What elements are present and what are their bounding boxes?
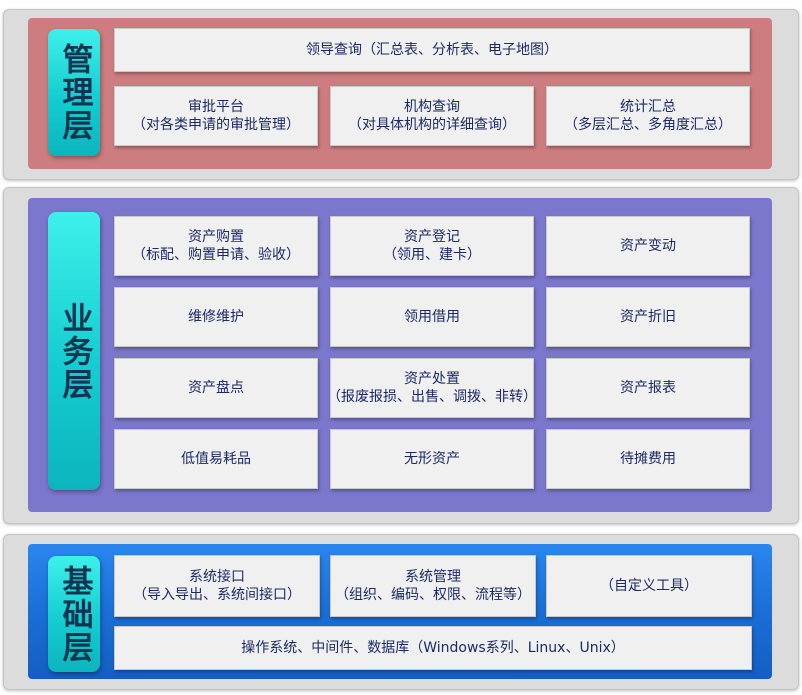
asset-purchase-box[interactable]: 资产购置 （标配、购置申请、验收） <box>114 216 318 276</box>
approval-platform-desc: （对各类申请的审批管理） <box>132 117 300 133</box>
asset-depreciation-label: 资产折旧 <box>620 309 676 325</box>
deferred-expenses-box[interactable]: 待摊费用 <box>546 429 750 489</box>
org-query-box[interactable]: 机构查询 （对具体机构的详细查询） <box>330 86 534 146</box>
statistics-summary-box[interactable]: 统计汇总 （多层汇总、多角度汇总） <box>546 86 750 146</box>
consumables-box[interactable]: 低值易耗品 <box>114 429 318 489</box>
foundation-layer-title: 基础层 <box>56 564 93 664</box>
business-layer-panel: 业务层 资产购置 （标配、购置申请、验收） 资产登记 （领用、建卡） 资产变动 … <box>3 187 799 524</box>
org-query-desc: （对具体机构的详细查询） <box>348 117 516 133</box>
system-interface-desc: （导入导出、系统间接口） <box>133 587 301 603</box>
maintenance-box[interactable]: 维修维护 <box>114 287 318 347</box>
borrow-use-label: 领用借用 <box>404 309 460 325</box>
leader-query-box[interactable]: 领导查询（汇总表、分析表、电子地图） <box>114 28 750 72</box>
asset-registration-box[interactable]: 资产登记 （领用、建卡） <box>330 216 534 276</box>
maintenance-label: 维修维护 <box>188 309 244 325</box>
custom-tools-box[interactable]: （自定义工具） <box>546 555 752 617</box>
asset-inventory-label: 资产盘点 <box>188 380 244 396</box>
foundation-layer-label: 基础层 <box>48 556 100 672</box>
consumables-label: 低值易耗品 <box>181 451 251 467</box>
business-layer-title: 业务层 <box>56 301 93 401</box>
deferred-expenses-label: 待摊费用 <box>620 451 676 467</box>
system-management-box[interactable]: 系统管理 （组织、编码、权限、流程等） <box>330 555 536 617</box>
business-layer-background: 业务层 资产购置 （标配、购置申请、验收） 资产登记 （领用、建卡） 资产变动 … <box>28 198 772 512</box>
asset-change-label: 资产变动 <box>620 238 676 254</box>
statistics-summary-desc: （多层汇总、多角度汇总） <box>564 117 732 133</box>
asset-depreciation-box[interactable]: 资产折旧 <box>546 287 750 347</box>
borrow-use-box[interactable]: 领用借用 <box>330 287 534 347</box>
approval-platform-box[interactable]: 审批平台 （对各类申请的审批管理） <box>114 86 318 146</box>
asset-registration-label: 资产登记 <box>404 229 460 245</box>
foundation-layer-panel: 基础层 系统接口 （导入导出、系统间接口） 系统管理 （组织、编码、权限、流程等… <box>3 534 799 690</box>
system-management-desc: （组织、编码、权限、流程等） <box>335 587 531 603</box>
statistics-summary-label: 统计汇总 <box>620 99 676 115</box>
leader-query-label: 领导查询（汇总表、分析表、电子地图） <box>306 42 558 58</box>
system-interface-box[interactable]: 系统接口 （导入导出、系统间接口） <box>114 555 320 617</box>
infrastructure-box[interactable]: 操作系统、中间件、数据库（Windows系列、Linux、Unix） <box>114 626 752 670</box>
asset-change-box[interactable]: 资产变动 <box>546 216 750 276</box>
asset-disposal-box[interactable]: 资产处置 （报废报损、出售、调拨、非转） <box>327 358 537 418</box>
asset-disposal-desc: （报废报损、出售、调拨、非转） <box>327 389 537 405</box>
asset-report-label: 资产报表 <box>620 380 676 396</box>
custom-tools-label: （自定义工具） <box>600 578 698 594</box>
management-layer-panel: 管理层 领导查询（汇总表、分析表、电子地图） 审批平台 （对各类申请的审批管理）… <box>3 9 799 180</box>
asset-report-box[interactable]: 资产报表 <box>546 358 750 418</box>
foundation-layer-background: 基础层 系统接口 （导入导出、系统间接口） 系统管理 （组织、编码、权限、流程等… <box>28 544 772 679</box>
asset-purchase-desc: （标配、购置申请、验收） <box>132 247 300 263</box>
approval-platform-label: 审批平台 <box>188 99 244 115</box>
business-layer-label: 业务层 <box>48 212 100 490</box>
asset-purchase-label: 资产购置 <box>188 229 244 245</box>
management-layer-background: 管理层 领导查询（汇总表、分析表、电子地图） 审批平台 （对各类申请的审批管理）… <box>28 18 772 169</box>
intangible-assets-label: 无形资产 <box>404 451 460 467</box>
management-layer-label: 管理层 <box>48 29 100 156</box>
infrastructure-label: 操作系统、中间件、数据库（Windows系列、Linux、Unix） <box>241 640 625 656</box>
org-query-label: 机构查询 <box>404 99 460 115</box>
asset-disposal-label: 资产处置 <box>404 371 460 387</box>
system-interface-label: 系统接口 <box>189 569 245 585</box>
management-layer-title: 管理层 <box>56 43 93 142</box>
system-management-label: 系统管理 <box>405 569 461 585</box>
intangible-assets-box[interactable]: 无形资产 <box>330 429 534 489</box>
asset-inventory-box[interactable]: 资产盘点 <box>114 358 318 418</box>
asset-registration-desc: （领用、建卡） <box>383 247 481 263</box>
